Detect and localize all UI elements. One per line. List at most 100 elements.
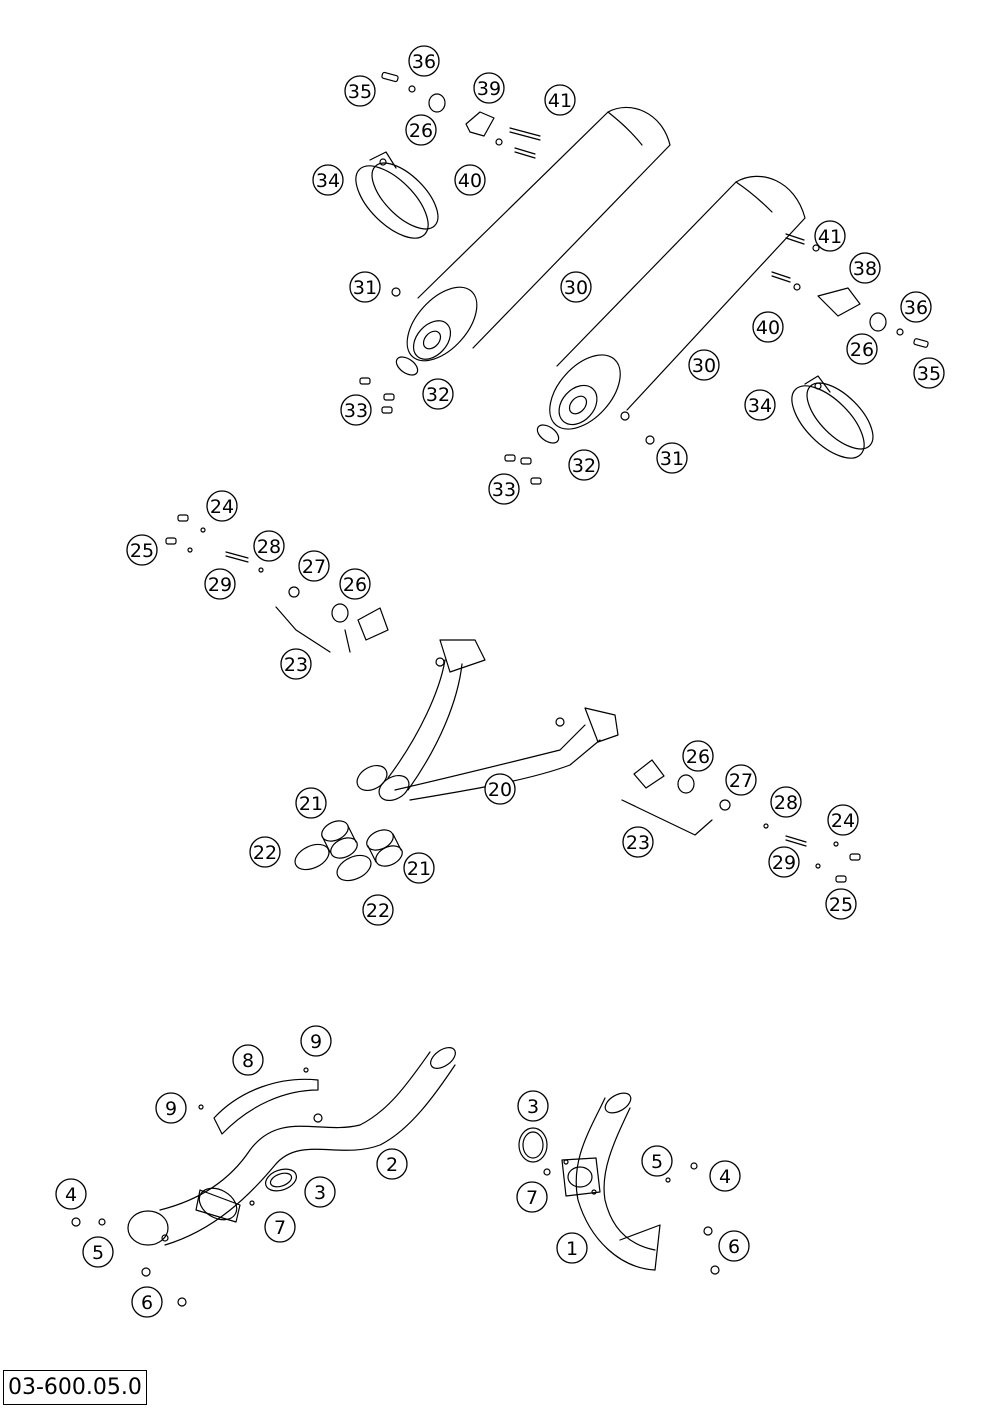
heat-shield-8 <box>213 1078 319 1135</box>
callout-4: 4 <box>709 1160 741 1192</box>
callout-circle <box>768 846 800 878</box>
callout-circle <box>484 773 516 805</box>
callout-number: 36 <box>412 51 436 73</box>
bottom-right-hardware <box>518 1127 720 1275</box>
callout-38: 38 <box>849 252 881 284</box>
callout-circle <box>376 1148 408 1180</box>
callout-number: 30 <box>692 355 716 377</box>
callout-number: 22 <box>253 842 277 864</box>
callout-number: 34 <box>316 170 340 192</box>
callout-35: 35 <box>913 357 945 389</box>
callout-number: 3 <box>527 1096 539 1118</box>
callout-number: 25 <box>829 894 853 916</box>
callout-22: 22 <box>362 894 394 926</box>
callout-circle <box>725 764 757 796</box>
muffler-left <box>406 106 671 362</box>
callout-number: 3 <box>314 1182 326 1204</box>
callout-21: 21 <box>403 852 435 884</box>
callout-26: 26 <box>682 740 714 772</box>
callout-36: 36 <box>900 291 932 323</box>
callout-circle <box>641 1145 673 1177</box>
callout-6: 6 <box>131 1286 163 1318</box>
callout-circle <box>556 1232 588 1264</box>
callout-number: 28 <box>774 792 798 814</box>
callout-number: 35 <box>348 81 372 103</box>
callout-5: 5 <box>641 1145 673 1177</box>
callout-circle <box>349 271 381 303</box>
callout-number: 5 <box>651 1151 663 1173</box>
callout-number: 22 <box>366 900 390 922</box>
callout-circle <box>568 449 600 481</box>
callout-circle <box>814 220 846 252</box>
callout-number: 8 <box>242 1050 254 1072</box>
callout-30: 30 <box>560 271 592 303</box>
callout-circle <box>752 311 784 343</box>
callout-number: 25 <box>130 540 154 562</box>
callout-circle <box>517 1090 549 1122</box>
callout-circle <box>82 1236 114 1268</box>
callout-24: 24 <box>827 804 859 836</box>
callout-number: 6 <box>728 1236 740 1258</box>
callout-number: 36 <box>904 297 928 319</box>
callout-circle <box>264 1211 296 1243</box>
callout-circle <box>344 75 376 107</box>
callout-26: 26 <box>846 333 878 365</box>
callout-32: 32 <box>422 378 454 410</box>
callout-40: 40 <box>454 164 486 196</box>
header-pipe-20 <box>356 639 619 802</box>
callout-23: 23 <box>280 648 312 680</box>
callout-circle <box>770 786 802 818</box>
callout-29: 29 <box>204 568 236 600</box>
callout-number: 40 <box>756 317 780 339</box>
callout-circle <box>249 836 281 868</box>
callout-number: 28 <box>257 536 281 558</box>
callout-31: 31 <box>656 442 688 474</box>
upper-hardware <box>359 71 929 485</box>
muffler-right <box>549 175 806 430</box>
callout-number: 23 <box>626 832 650 854</box>
callout-3: 3 <box>517 1090 549 1122</box>
callout-number: 21 <box>299 793 323 815</box>
callout-circle <box>304 1176 336 1208</box>
callout-3: 3 <box>304 1176 336 1208</box>
callout-circle <box>298 550 330 582</box>
callout-circle <box>622 826 654 858</box>
callout-number: 1 <box>566 1238 578 1260</box>
clamp-34-left <box>355 151 439 239</box>
callout-number: 26 <box>850 339 874 361</box>
callout-8: 8 <box>232 1044 264 1076</box>
callout-circle <box>55 1178 87 1210</box>
callout-circle <box>682 740 714 772</box>
callout-27: 27 <box>298 550 330 582</box>
callout-34: 34 <box>312 164 344 196</box>
callout-circle <box>280 648 312 680</box>
callout-number: 7 <box>274 1217 286 1239</box>
callout-number: 4 <box>65 1184 77 1206</box>
callout-40: 40 <box>752 311 784 343</box>
callout-circle <box>253 530 285 562</box>
callout-number: 41 <box>548 90 572 112</box>
callout-29: 29 <box>768 846 800 878</box>
callout-number: 32 <box>426 384 450 406</box>
callout-circle <box>206 490 238 522</box>
sleeves-clamps <box>294 820 403 882</box>
callout-22: 22 <box>249 836 281 868</box>
callout-33: 33 <box>340 394 372 426</box>
callout-number: 27 <box>302 556 326 578</box>
callout-circle <box>408 45 440 77</box>
callout-circle <box>846 333 878 365</box>
callout-number: 24 <box>210 496 234 518</box>
callout-41: 41 <box>544 84 576 116</box>
header-pipe-1 <box>561 1092 661 1271</box>
callout-4: 4 <box>55 1178 87 1210</box>
callout-circle <box>403 852 435 884</box>
callout-39: 39 <box>473 72 505 104</box>
callout-number: 20 <box>488 779 512 801</box>
callout-25: 25 <box>825 888 857 920</box>
callout-number: 23 <box>284 654 308 676</box>
callout-circle <box>473 72 505 104</box>
callout-circle <box>405 114 437 146</box>
callout-circle <box>825 888 857 920</box>
